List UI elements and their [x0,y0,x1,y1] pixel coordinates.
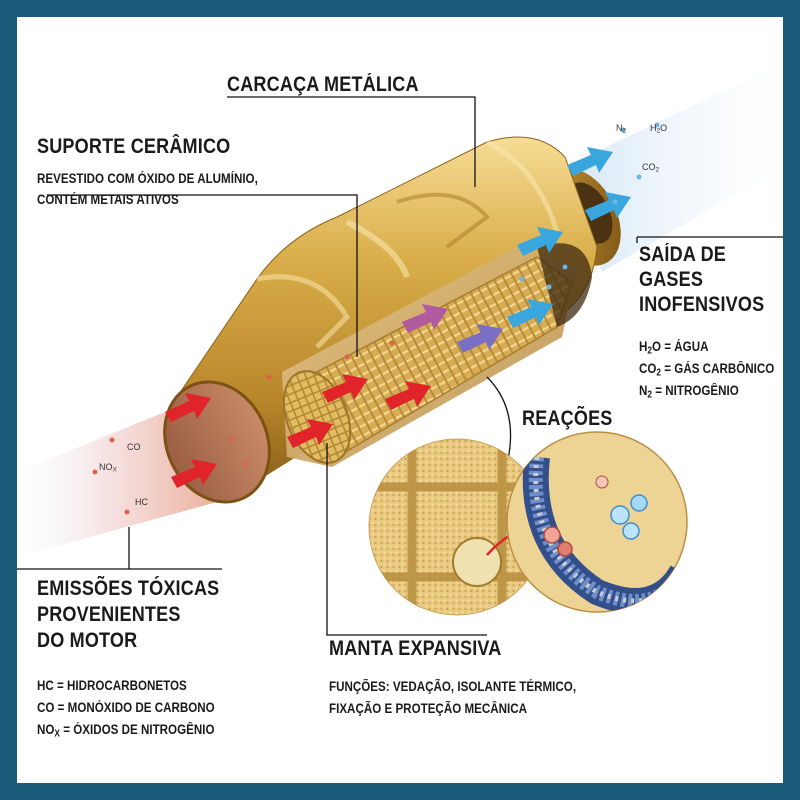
gas-n2-label: N2 [616,123,627,135]
diagram-frame: CO NOX HC N2 H2O CO2 CARCAÇA METÁLICA SU… [17,17,783,783]
outlet-co2: CO2 = GÁS CARBÔNICO [639,361,775,379]
reactions-title: REAÇÕES [522,407,613,430]
leader-lines [17,96,783,636]
outlet-title-1: SAÍDA DE [639,243,727,266]
mat-desc-2: FIXAÇÃO E PROTEÇÃO MECÂNICA [329,701,528,716]
reaction-magnified-left [368,438,546,616]
clean-gas-arrows [507,147,631,328]
emissions-title-3: DO MOTOR [37,629,138,652]
emissions-hc: HC = HIDROCARBONETOS [37,678,187,693]
gas-hc-label: HC [135,497,148,507]
substrate-title: SUPORTE CERÂMICO [37,135,231,158]
mat-title: MANTA EXPANSIVA [329,637,502,660]
reaction-arrows [402,304,503,353]
clean-gas-stream [565,62,783,272]
reaction-magnified-right [506,431,688,613]
emissions-title-2: PROVENIENTES [37,603,181,626]
catalytic-converter-illustration [17,62,783,636]
outlet-title-2: GASES [639,268,704,291]
emissions-title-1: EMISSÕES TÓXICAS [37,577,220,600]
gas-h2o-label: H2O [650,123,668,135]
housing-title: CARCAÇA METÁLICA [227,73,419,96]
outlet-h2o: H2O = ÁGUA [639,339,709,357]
mat-desc-1: FUNÇÕES: VEDAÇÃO, ISOLANTE TÉRMICO, [329,679,577,694]
outlet-n2: N2 = NITROGÊNIO [639,383,739,401]
emissions-co: CO = MONÓXIDO DE CARBONO [37,700,215,715]
toxic-gas-arrows [165,374,431,488]
gas-co2-label: CO2 [642,162,660,174]
outlet-title-3: INOFENSIVOS [639,293,765,316]
toxic-molecules [92,340,395,515]
substrate-desc-2: CONTÉM METAIS ATIVOS [37,192,179,207]
emissions-nox: NOX = ÓXIDOS DE NITROGÊNIO [37,722,215,740]
gas-nox-label: NOX [99,462,117,474]
gas-co-label: CO [127,442,141,452]
clean-molecules [519,122,660,290]
substrate-desc-1: REVESTIDO COM ÓXIDO DE ALUMÍNIO, [37,171,258,186]
